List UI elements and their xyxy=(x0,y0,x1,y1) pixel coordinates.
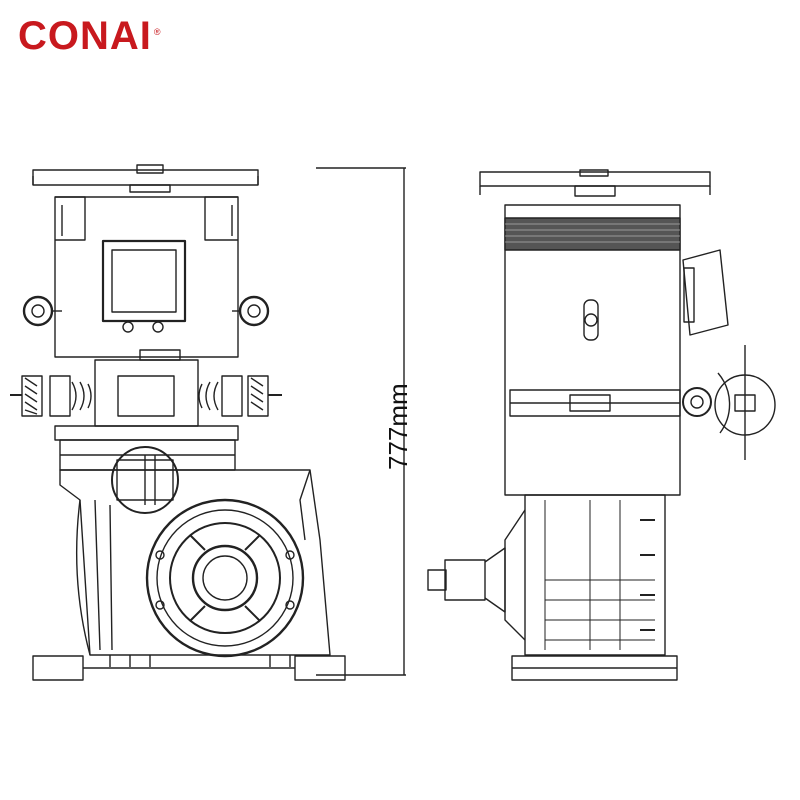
registered-mark: ® xyxy=(153,26,162,37)
dimension-label: 777mm xyxy=(383,383,413,470)
brand-name: CONAI xyxy=(18,14,152,58)
brand-logo: CONAI® xyxy=(18,14,162,59)
side-view xyxy=(427,169,776,681)
height-dimension xyxy=(316,167,406,676)
front-view xyxy=(10,164,346,681)
